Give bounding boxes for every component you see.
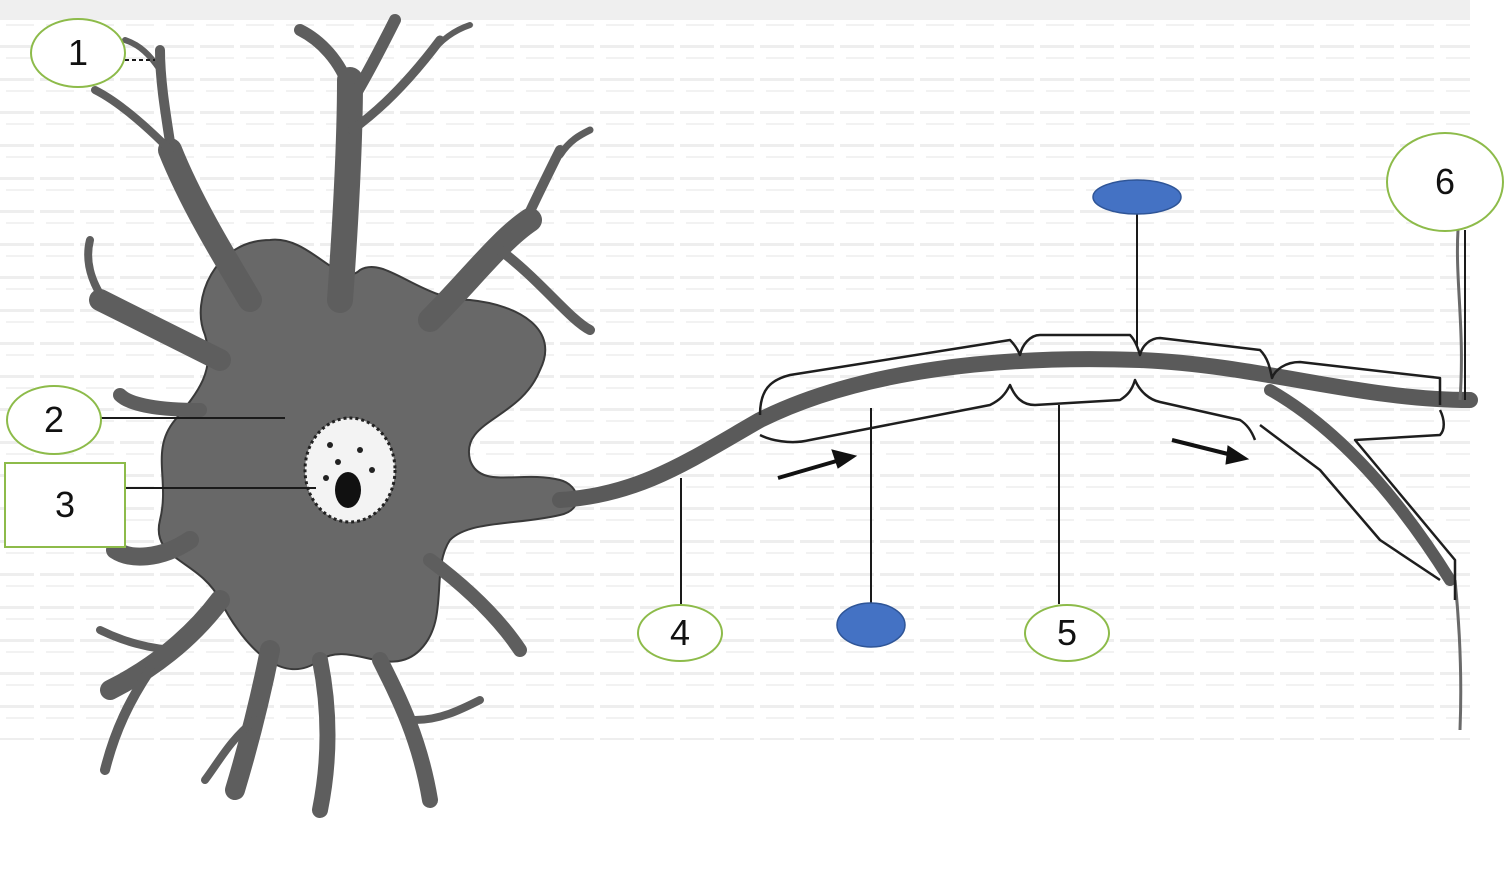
label-1: 1 (30, 18, 126, 88)
label-2: 2 (6, 385, 102, 455)
label-4: 4 (637, 604, 723, 662)
blank-marker-upper[interactable] (1093, 180, 1181, 214)
dendrite (320, 660, 328, 810)
label-3: 3 (4, 462, 126, 548)
nucleus (305, 418, 395, 522)
dendrite (340, 80, 350, 300)
nucleolus (335, 472, 361, 508)
label-6: 6 (1386, 132, 1504, 232)
label-5: 5 (1024, 604, 1110, 662)
blank-marker-lower[interactable] (837, 603, 905, 647)
